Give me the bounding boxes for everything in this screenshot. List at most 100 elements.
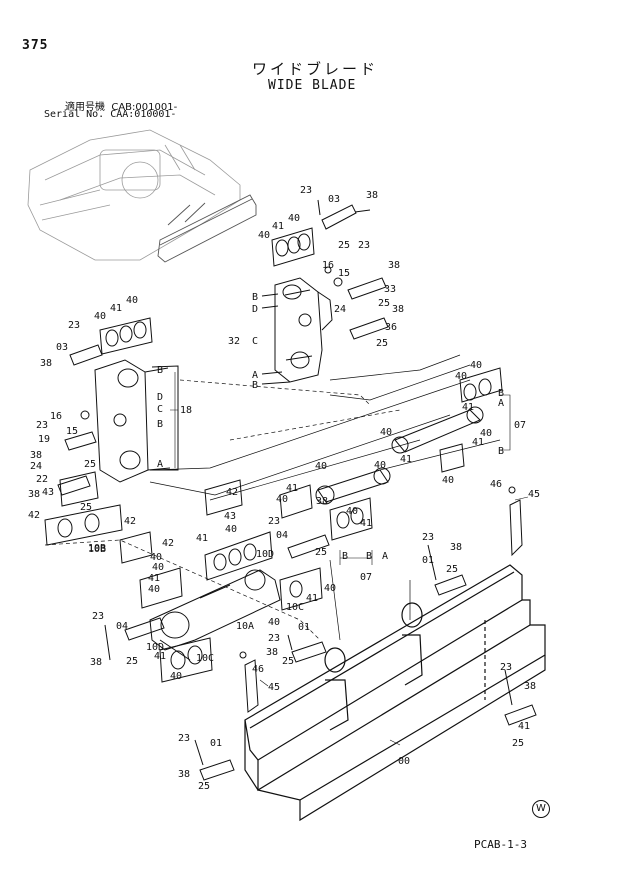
callout: 40 [288, 213, 300, 224]
callout: 25 [198, 781, 210, 792]
callout: 38 [524, 681, 536, 692]
callout: 40 [268, 617, 280, 628]
callout: 23 [500, 662, 512, 673]
callout: 16 [322, 260, 334, 271]
bracket-45-right [508, 486, 523, 557]
callout: 15 [66, 426, 78, 437]
callout: 18 [180, 405, 192, 416]
hinge-bracket-18 [94, 359, 179, 483]
blade-00 [244, 564, 546, 822]
callout: 23 [300, 185, 312, 196]
callout: 40 [374, 460, 386, 471]
callout: 23 [68, 320, 80, 331]
callout: 32 [228, 336, 240, 347]
overview-blade [157, 194, 257, 263]
callout: 01 [210, 738, 222, 749]
callout: 40 [150, 552, 162, 563]
callout: 40 [380, 427, 392, 438]
callout: D [252, 304, 258, 315]
callout: 40 [324, 583, 336, 594]
callout: 10A [236, 621, 254, 632]
callout: 10C [286, 602, 304, 613]
callout: 41 [154, 651, 166, 662]
callout: B [252, 380, 258, 391]
callout: B [157, 419, 163, 430]
callout: 38 [366, 190, 378, 201]
callout: 24 [334, 304, 346, 315]
callout: 07 [360, 572, 372, 583]
callout: A [157, 459, 163, 470]
callout: 40 [442, 475, 454, 486]
callout: 25 [84, 459, 96, 470]
callout: 23 [178, 733, 190, 744]
callout: 40 [480, 428, 492, 439]
callout: 41 [472, 437, 484, 448]
callout: 25 [446, 564, 458, 575]
callout: 07 [514, 420, 526, 431]
callout: 46 [252, 664, 264, 675]
callout: 22 [36, 474, 48, 485]
leader-lines [170, 372, 529, 746]
callout: 23 [36, 420, 48, 431]
callout: 10B [88, 543, 106, 554]
callout: 10D [146, 642, 164, 653]
callout: 03 [328, 194, 340, 205]
callout: 04 [116, 621, 128, 632]
callout: 10B [88, 544, 106, 555]
callout: 23 [268, 633, 280, 644]
callout: 38 [30, 450, 42, 461]
callout: C [252, 336, 258, 347]
callout: C [157, 404, 163, 415]
callout: 23 [268, 516, 280, 527]
callout: 33 [384, 284, 396, 295]
watermark-w-symbol: W [532, 800, 550, 818]
callout: 38 [266, 647, 278, 658]
callout: A [498, 398, 504, 409]
callout: 03 [56, 342, 68, 353]
serial-applicability-english: Serial No. CAA:010001- [44, 109, 177, 120]
bracket-45-left [239, 651, 259, 713]
title-english: WIDE BLADE [268, 78, 357, 93]
serial-applicability-japanese: 適用号機 CAB:001001- [65, 102, 178, 113]
callout: 25 [80, 502, 92, 513]
callout: 38 [392, 304, 404, 315]
callout: 42 [162, 538, 174, 549]
callout: 38 [316, 496, 328, 507]
callout: 25 [376, 338, 388, 349]
pins-left [57, 344, 103, 496]
washers-upper [271, 227, 315, 267]
callout: 45 [528, 489, 540, 500]
callout: 40 [126, 295, 138, 306]
callout: 38 [28, 489, 40, 500]
callout: 00 [398, 756, 410, 767]
callout: 16 [50, 411, 62, 422]
callout: 10C [196, 653, 214, 664]
callout: 25 [126, 656, 138, 667]
callout: 25 [378, 298, 390, 309]
callout: 42 [124, 516, 136, 527]
callout: 41 [110, 303, 122, 314]
callout: 19 [38, 434, 50, 445]
blade-arm-middle-07 [279, 467, 391, 541]
footer-figure-code: PCAB-1-3 [474, 838, 527, 851]
callout: 43 [224, 511, 236, 522]
callout: 38 [388, 260, 400, 271]
callout: 40 [276, 494, 288, 505]
callout: 41 [462, 402, 474, 413]
callout: 41 [360, 518, 372, 529]
callout: 25 [282, 656, 294, 667]
callout: 40 [346, 506, 358, 517]
callout: 43 [42, 487, 54, 498]
callout: 40 [148, 584, 160, 595]
callout: 40 [170, 671, 182, 682]
callout: 41 [400, 454, 412, 465]
hinge-bracket-32 [261, 277, 333, 385]
callout: 40 [152, 562, 164, 573]
callout: 41 [286, 483, 298, 494]
reference-lines [44, 354, 501, 641]
callout: D [157, 392, 163, 403]
pivot-frame-10 [119, 479, 323, 683]
callout: 40 [94, 311, 106, 322]
callout: 46 [490, 479, 502, 490]
